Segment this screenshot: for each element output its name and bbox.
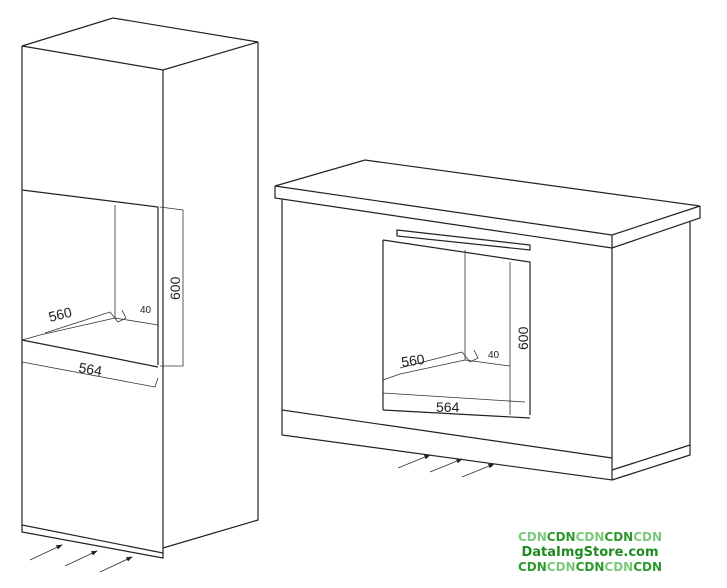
label-560: 560 (400, 351, 426, 370)
label-564: 564 (77, 359, 103, 379)
label-564: 564 (436, 399, 460, 415)
label-600: 600 (167, 276, 183, 300)
label-600: 600 (515, 326, 531, 350)
label-560: 560 (47, 304, 74, 325)
arrows-base (397, 454, 495, 478)
arrows-tall (29, 544, 133, 573)
label-40: 40 (140, 305, 152, 316)
label-40: 40 (488, 350, 500, 361)
base-cabinet: 560 40 600 564 (274, 159, 701, 481)
watermark: CDNCDNCDNCDNCDN DataImgStore.com CDNCDNC… (517, 530, 663, 574)
tall-cabinet: 560 40 600 564 (21, 17, 259, 573)
